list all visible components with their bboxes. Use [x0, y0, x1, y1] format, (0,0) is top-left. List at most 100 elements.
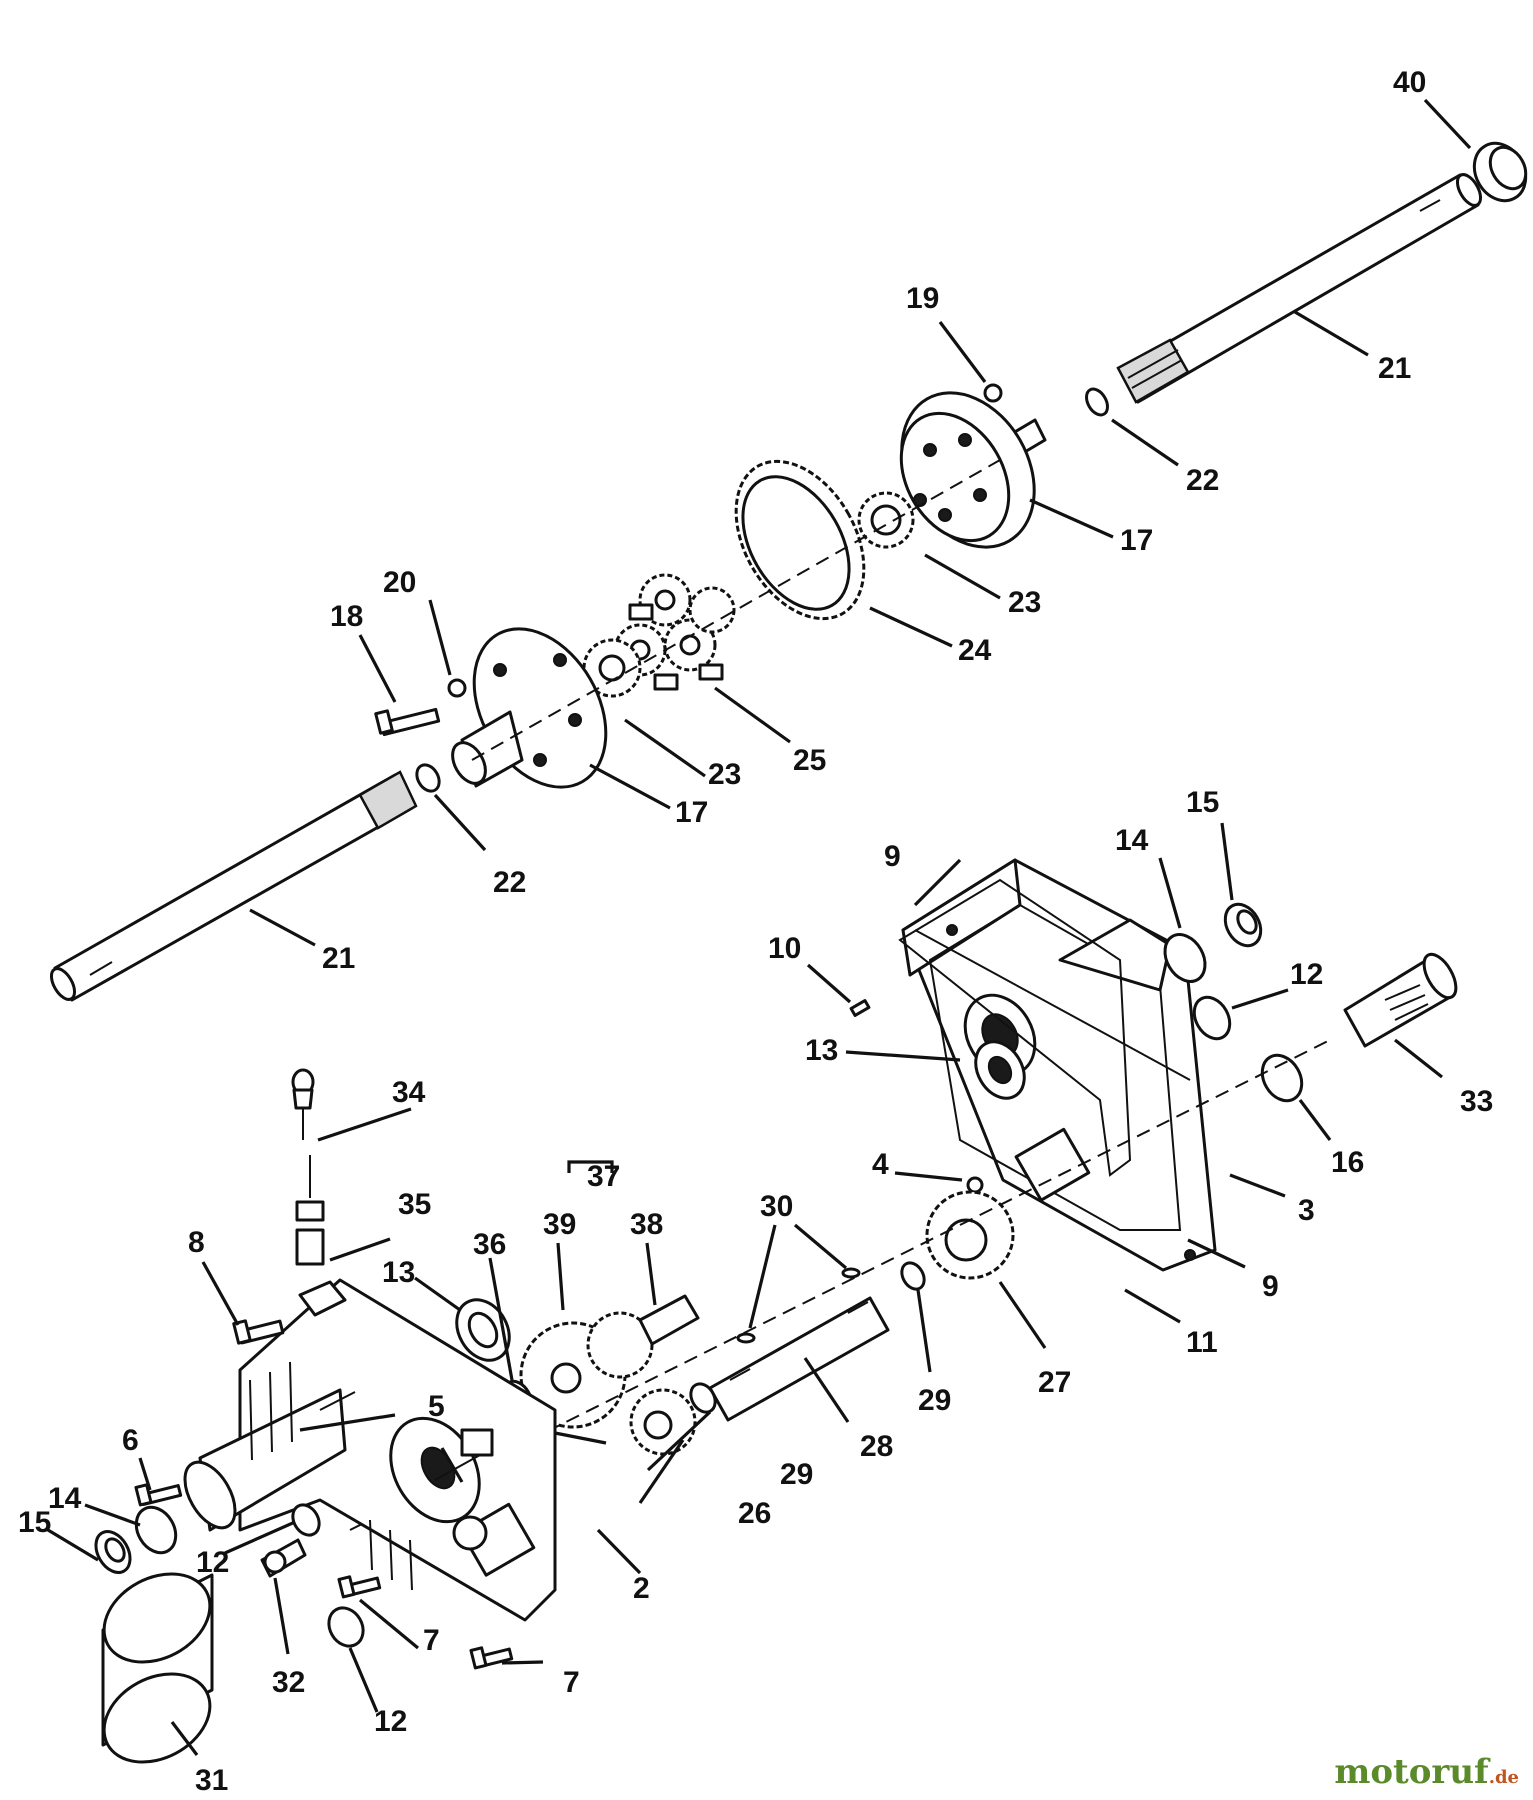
callout-14-upper: 14: [1115, 824, 1149, 857]
bearing-part-14-lower: [134, 1505, 178, 1555]
callout-23-lower: 23: [708, 758, 741, 791]
callout-35: 35: [398, 1188, 431, 1221]
key-part-30-b: [736, 1332, 756, 1344]
bushing-part-12-middle: [291, 1503, 321, 1537]
case-half-right: [901, 858, 1217, 1272]
callout-34: 34: [392, 1076, 426, 1109]
bushing-part-12-lower: [327, 1606, 365, 1648]
callout-5: 5: [428, 1390, 445, 1423]
callout-4: 4: [872, 1148, 889, 1181]
washer-part-29-upper: [900, 1261, 926, 1291]
case-half-left: [183, 1278, 557, 1622]
callout-24: 24: [958, 634, 992, 667]
callout-28: 28: [860, 1430, 893, 1463]
callout-2: 2: [633, 1572, 650, 1605]
watermark-main: motoruf: [1334, 1752, 1489, 1792]
bolt-part-8: [232, 1319, 285, 1345]
callout-12-lower: 12: [374, 1705, 407, 1738]
callout-13-right: 13: [805, 1034, 838, 1067]
washer-upper: [1085, 387, 1109, 417]
axle-shaft-right: [1116, 173, 1483, 404]
callout-11: 11: [1186, 1326, 1218, 1359]
filter-part-31: [101, 1572, 214, 1764]
key-part-30-a: [841, 1267, 861, 1279]
callout-37: 37: [587, 1160, 620, 1193]
callout-13-left: 13: [382, 1256, 415, 1289]
callout-33: 33: [1460, 1085, 1493, 1118]
carrier-lower: [451, 627, 608, 789]
vent-part-34: [291, 1068, 315, 1140]
callout-7-lower: 7: [563, 1666, 580, 1699]
callout-22-upper: 22: [1186, 464, 1219, 497]
callout-16: 16: [1331, 1146, 1364, 1179]
ring-gear-part-24: [734, 459, 866, 621]
fitting-part-32: [260, 1538, 307, 1578]
callout-15-upper: 15: [1186, 786, 1219, 819]
gear-part-27: [925, 1190, 1015, 1280]
callout-30: 30: [760, 1190, 793, 1223]
callout-6: 6: [122, 1424, 139, 1457]
callout-17-upper: 17: [1120, 524, 1153, 557]
gear-part-26: [629, 1388, 697, 1456]
callout-10: 10: [768, 932, 801, 965]
leader-lines: [47, 98, 1472, 1756]
seal-part-15-upper: [1223, 902, 1263, 948]
watermark: motoruf.de: [1334, 1752, 1519, 1792]
bolt-part-5: [319, 1391, 481, 1481]
washer-lower: [415, 763, 441, 793]
cluster-gear-part-37: [519, 1294, 700, 1429]
callout-39: 39: [543, 1208, 576, 1241]
callout-12-upper: 12: [1290, 958, 1323, 991]
callout-15-lower: 15: [18, 1506, 51, 1539]
callout-31: 31: [195, 1764, 228, 1797]
callout-22-lower: 22: [493, 866, 526, 899]
watermark-tld: .de: [1488, 1767, 1519, 1788]
callout-38: 38: [630, 1208, 663, 1241]
nut-part-19: [983, 383, 1003, 403]
collar-part-40: [1472, 141, 1528, 203]
bolt-part-18: [374, 707, 441, 737]
bolt-part-6: [134, 1483, 183, 1507]
callout-32: 32: [272, 1666, 305, 1699]
lever-part-13-right: [974, 1040, 1026, 1100]
sun-gear-upper: [857, 491, 915, 549]
bushing-part-12-upper: [1192, 995, 1232, 1041]
bushing-part-16: [1260, 1053, 1304, 1103]
callout-3: 3: [1298, 1194, 1315, 1227]
callout-12-middle: 12: [196, 1546, 229, 1579]
gasket-part-11: [898, 878, 1132, 1177]
pin-part-10: [849, 999, 871, 1017]
callout-25: 25: [793, 744, 826, 777]
carrier-upper: [899, 391, 1047, 549]
callout-23-upper: 23: [1008, 586, 1041, 619]
callout-labels: 40 19 21 22 17 23 24 20 18 25 23 17 22 2…: [18, 66, 1493, 1797]
callout-21-lower: 21: [322, 942, 355, 975]
callout-8: 8: [188, 1226, 205, 1259]
bearing-part-14-upper: [1163, 933, 1207, 983]
bolt-part-7-b: [469, 1646, 514, 1670]
callout-9-lower: 9: [1262, 1270, 1279, 1303]
shaft-part-33: [1343, 952, 1458, 1048]
planet-gears-part-25: [613, 573, 736, 691]
callout-26: 26: [738, 1497, 771, 1530]
callout-18: 18: [330, 600, 363, 633]
bolt-part-7-a: [337, 1575, 382, 1599]
seal-part-15-lower: [94, 1530, 132, 1574]
callout-7-upper: 7: [423, 1624, 440, 1657]
callout-19: 19: [906, 282, 939, 315]
callout-29-lower: 29: [780, 1458, 813, 1491]
callout-21-upper: 21: [1378, 352, 1411, 385]
axis-line-upper: [471, 459, 1001, 761]
callout-20: 20: [383, 566, 416, 599]
callout-29-upper: 29: [918, 1384, 951, 1417]
washer-part-29-lower: [689, 1382, 717, 1414]
callout-14-lower: 14: [48, 1482, 82, 1515]
callout-27: 27: [1038, 1366, 1071, 1399]
callout-40: 40: [1393, 66, 1426, 99]
callout-17-lower: 17: [675, 796, 708, 829]
plug-part-4: [966, 1176, 984, 1194]
fitting-part-35: [295, 1155, 325, 1266]
shaft-part-28: [708, 1296, 890, 1422]
callout-36: 36: [473, 1228, 506, 1261]
